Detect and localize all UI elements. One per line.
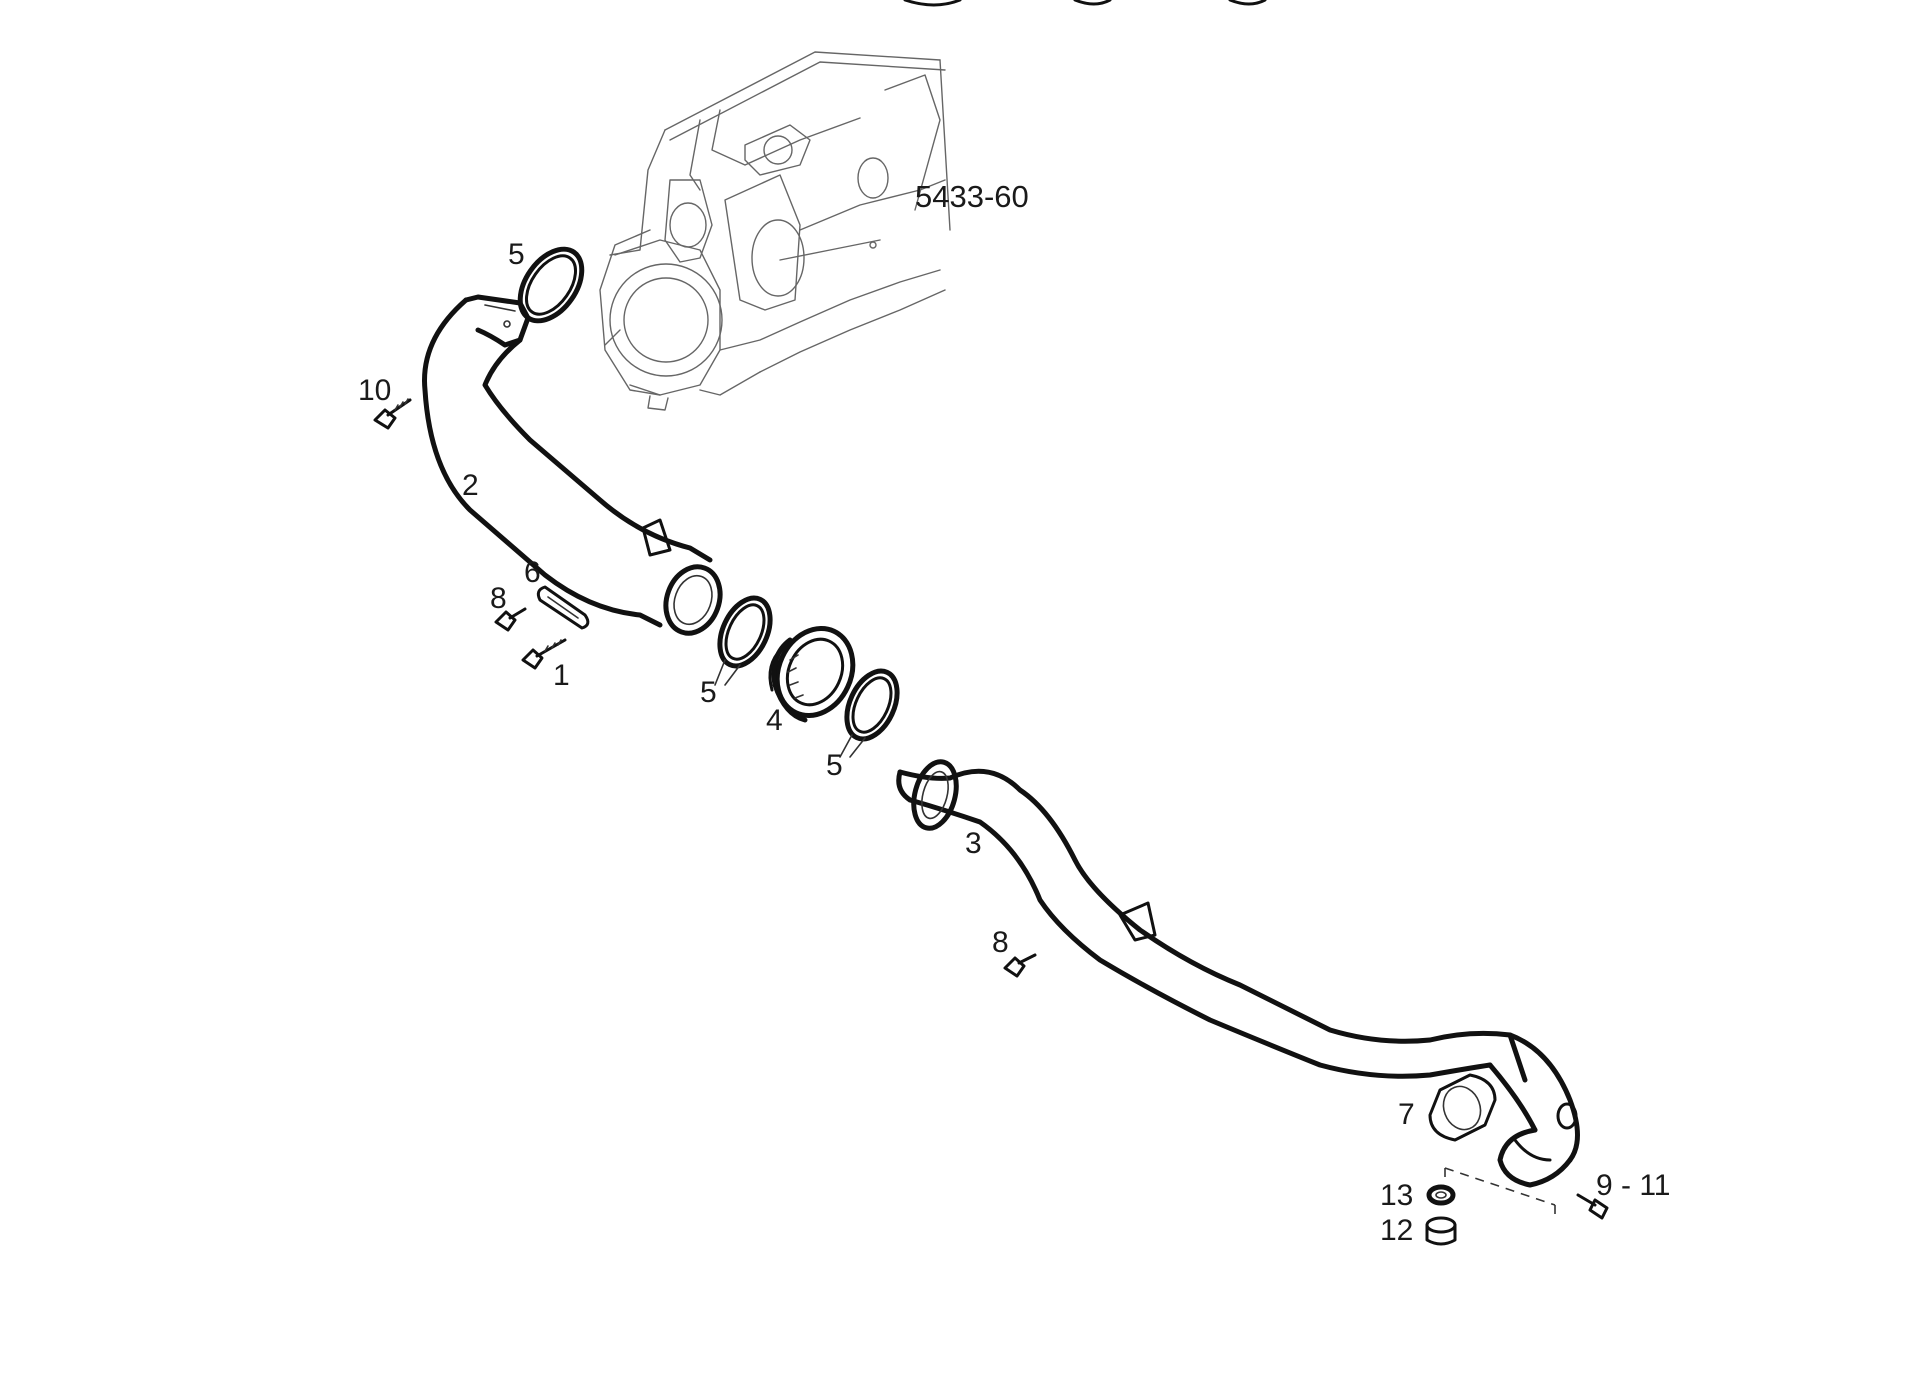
plug-12 (1425, 1216, 1457, 1246)
top-edge-artifacts (903, 0, 1267, 7)
callout-5-left: 5 (700, 676, 717, 709)
pipe-2 (422, 294, 723, 636)
clamp-6 (536, 585, 590, 630)
callout-8-lower: 8 (992, 926, 1009, 959)
diagram-reference-code: 5433-60 (915, 179, 1029, 214)
bolt-9-11 (1576, 1193, 1609, 1220)
callout-12: 12 (1380, 1214, 1413, 1247)
callout-10: 10 (358, 374, 391, 407)
callout-1: 1 (553, 659, 570, 692)
callout-5-top: 5 (508, 238, 525, 271)
bolt-8-lower (1003, 953, 1037, 978)
assembly-bracket-dashed (1444, 1167, 1556, 1220)
callout-7: 7 (1398, 1098, 1415, 1131)
callout-6: 6 (524, 556, 541, 589)
coupling-4 (768, 625, 856, 723)
callout-2: 2 (462, 469, 479, 502)
callout-3: 3 (965, 827, 982, 860)
gasket-7 (1428, 1073, 1497, 1142)
engine-block-drawing (599, 51, 951, 411)
bolt-8-upper (494, 607, 527, 632)
callout-4: 4 (766, 704, 783, 737)
o-rings-5 (517, 246, 900, 758)
callout-5-right: 5 (826, 749, 843, 782)
bolts (373, 398, 1609, 1246)
pipe-3 (896, 759, 1580, 1188)
washer-13 (1426, 1184, 1456, 1206)
callout-9-11: 9 - 11 (1596, 1169, 1671, 1202)
callout-8-upper: 8 (490, 582, 507, 615)
bolt-10 (373, 398, 412, 430)
callout-13: 13 (1380, 1179, 1413, 1212)
bolt-1 (521, 638, 567, 670)
